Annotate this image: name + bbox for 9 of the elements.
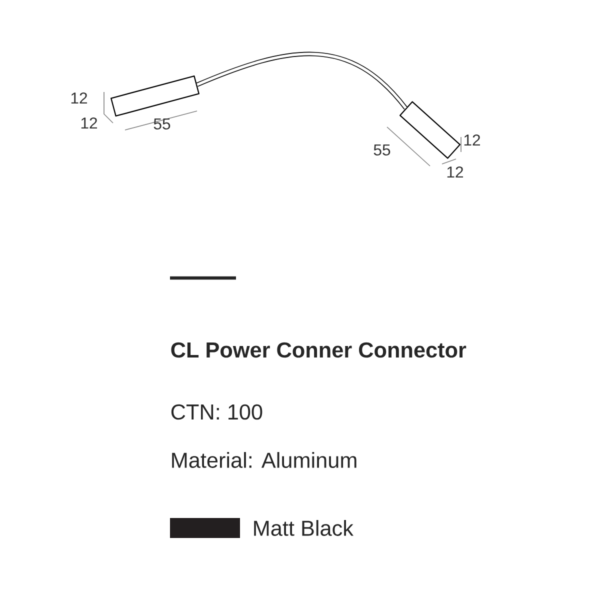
connector-drawing [400, 101, 460, 159]
legend-text: Matt Black [254, 520, 354, 536]
dimension-label: 12 [71, 92, 88, 104]
cable [196, 52, 408, 110]
spec-text: Material: Aluminum [172, 452, 356, 468]
title: CL Power Conner Connector [171, 342, 466, 358]
dimension-label: 12 [81, 117, 98, 129]
spec-text: CTN: 100 [171, 404, 262, 420]
connector-drawing [110, 75, 200, 117]
